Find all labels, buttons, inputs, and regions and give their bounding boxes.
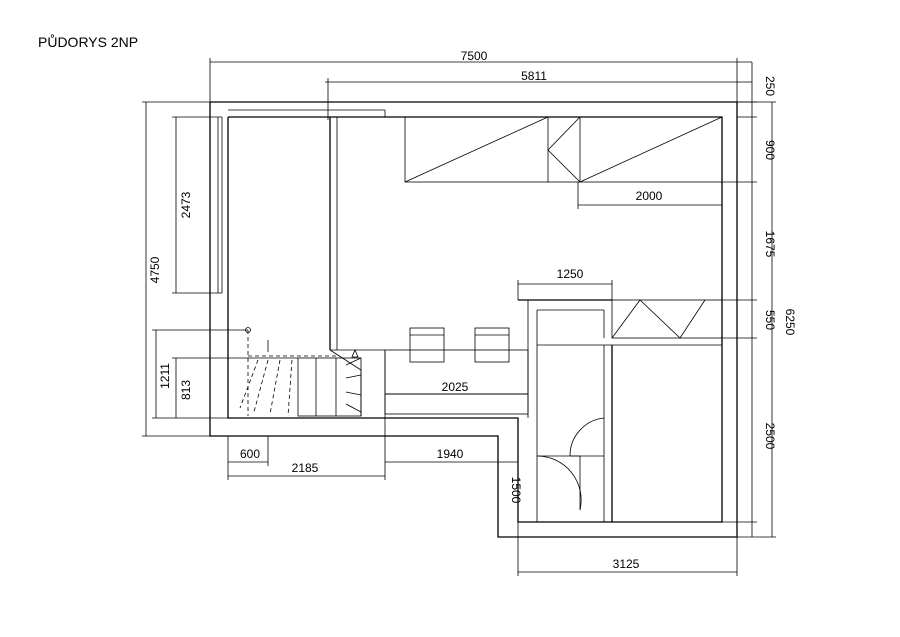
dim-room-lower: 2500 (763, 423, 777, 450)
dim-gap-upper: 1675 (763, 231, 777, 258)
dim-total-width: 7500 (461, 49, 488, 63)
dim-total-height: 6250 (783, 309, 797, 336)
dim-stair-inner: 813 (179, 380, 193, 400)
dim-counter-depth: 900 (763, 140, 777, 160)
dim-inner-width: 5811 (521, 69, 547, 83)
dim-bottom-stair: 2185 (292, 461, 319, 475)
outer-wall (209, 101, 738, 538)
dim-stair-outer: 1211 (158, 363, 172, 389)
bathroom-partition (518, 299, 613, 522)
dim-partition: 1250 (557, 267, 584, 281)
dim-counter-len: 2000 (636, 189, 663, 203)
bar-stool (409, 327, 445, 363)
walls (209, 101, 738, 538)
dim-bottom-right: 3125 (613, 557, 640, 571)
kitchen-counter (404, 116, 723, 183)
dim-left-height: 4750 (148, 256, 162, 283)
dim-wall-top: 250 (763, 76, 777, 96)
dim-shelf-depth: 550 (763, 310, 777, 330)
dimension-lines (142, 58, 776, 576)
dim-bar-len: 2025 (442, 380, 469, 394)
dim-left-window: 2473 (179, 191, 193, 218)
bar-stool (474, 327, 510, 363)
dim-door-height: 1500 (509, 477, 523, 504)
staircase (239, 327, 362, 417)
plan-title: PŮDORYS 2NP (38, 33, 138, 50)
left-window (217, 117, 223, 293)
dim-bottom-short: 600 (240, 447, 260, 461)
dim-bottom-mid: 1940 (437, 447, 464, 461)
door-upper[interactable] (569, 417, 605, 457)
door-lower[interactable] (536, 455, 582, 511)
right-shelf (611, 299, 723, 346)
dimension-labels: 7500 5811 2000 1250 2025 600 2185 1940 3… (148, 49, 797, 571)
